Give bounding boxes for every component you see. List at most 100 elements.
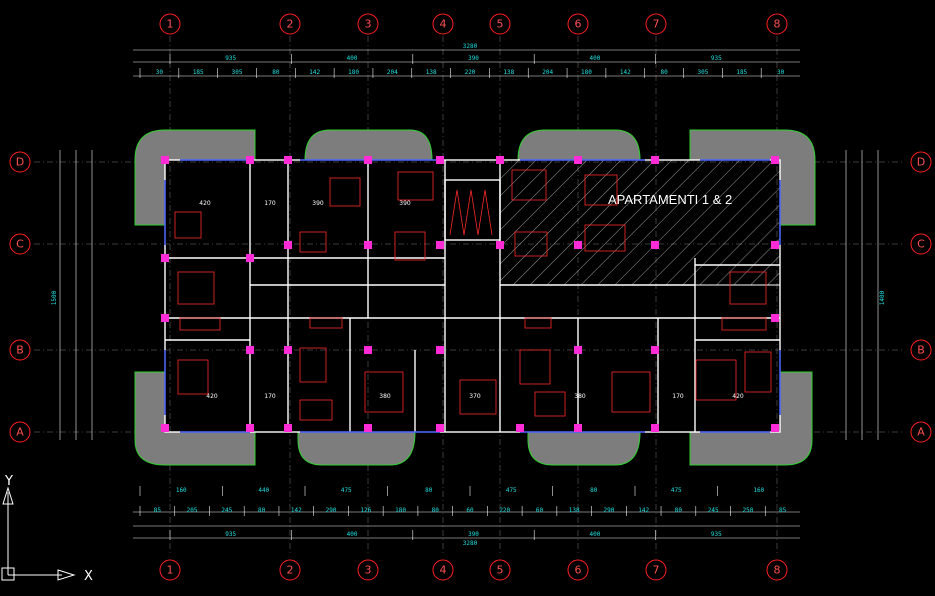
column-18: [161, 314, 169, 322]
room-label-4: 420: [206, 393, 218, 400]
dim-top-sub-4: 142: [309, 69, 320, 76]
column-11: [284, 241, 292, 249]
dim-top-sub-6: 204: [387, 69, 398, 76]
dim-top-bay-3: 400: [589, 55, 600, 62]
room-label-2: 390: [312, 200, 324, 207]
column-15: [574, 241, 582, 249]
axis-right-c: C: [910, 233, 932, 255]
column-3: [364, 156, 372, 164]
column-7: [651, 156, 659, 164]
svg-text:A: A: [16, 426, 24, 439]
svg-text:6: 6: [575, 564, 582, 577]
svg-text:4: 4: [440, 18, 447, 31]
column-10: [246, 254, 254, 262]
svg-text:7: 7: [653, 18, 660, 31]
column-8: [771, 156, 779, 164]
svg-text:D: D: [917, 156, 925, 169]
column-34: [771, 424, 779, 432]
axis-bottom-6: 6: [567, 559, 589, 581]
dim-top-sub-12: 142: [620, 69, 631, 76]
svg-text:D: D: [16, 156, 24, 169]
dim-top-sub-10: 204: [542, 69, 553, 76]
dim-bottom-extra-6: 475: [671, 487, 682, 494]
dim-overall-bottom: 3280: [463, 540, 478, 547]
dim-top-sub-14: 305: [698, 69, 709, 76]
column-0: [161, 156, 169, 164]
column-2: [284, 156, 292, 164]
axis-top-8: 8: [766, 13, 788, 35]
axis-top-5: 5: [489, 13, 511, 35]
dim-overall-right: 1400: [879, 290, 886, 305]
dim-top-bay-2: 390: [468, 55, 479, 62]
door-window-openings: [164, 159, 781, 433]
column-12: [364, 241, 372, 249]
svg-text:5: 5: [497, 564, 504, 577]
column-14: [496, 241, 504, 249]
dim-top-sub-9: 138: [503, 69, 514, 76]
axis-bubbles-right: D C B A: [910, 151, 932, 443]
svg-text:6: 6: [575, 18, 582, 31]
svg-text:C: C: [16, 238, 24, 251]
svg-text:B: B: [917, 344, 925, 357]
svg-text:3: 3: [365, 564, 372, 577]
column-32: [574, 424, 582, 432]
svg-text:8: 8: [774, 18, 781, 31]
svg-text:7: 7: [653, 564, 660, 577]
axis-bottom-4: 4: [432, 559, 454, 581]
axis-top-7: 7: [645, 13, 667, 35]
dim-bottom-extra-1: 440: [258, 487, 269, 494]
column-25: [771, 314, 779, 322]
axis-right-b: B: [910, 339, 932, 361]
dim-bottom-sub-12: 138: [569, 507, 580, 514]
column-26: [161, 424, 169, 432]
axis-left-d: D: [9, 151, 31, 173]
apartment-label: APARTAMENTI 1 & 2: [608, 192, 732, 207]
dim-bottom-sub-5: 290: [326, 507, 337, 514]
structural-columns: [161, 156, 779, 432]
room-label-0: 420: [199, 200, 211, 207]
ucs-icon: Y X: [1, 474, 93, 584]
dim-top-sub-7: 138: [426, 69, 437, 76]
svg-text:1: 1: [167, 564, 174, 577]
dim-bottom-extra-2: 475: [341, 487, 352, 494]
furniture-layout: [174, 169, 772, 421]
column-5: [496, 156, 504, 164]
svg-text:8: 8: [774, 564, 781, 577]
dim-bottom-sub-15: 80: [675, 507, 683, 514]
axis-right-a: A: [910, 421, 932, 443]
svg-text:2: 2: [287, 18, 294, 31]
dim-top-sub-2: 305: [232, 69, 243, 76]
dim-top-bay-4: 935: [711, 55, 722, 62]
svg-text:2: 2: [287, 564, 294, 577]
room-label-7: 370: [469, 393, 481, 400]
column-16: [651, 241, 659, 249]
dim-bottom-sub-0: 85: [154, 507, 162, 514]
dim-bottom-extra-0: 160: [176, 487, 187, 494]
column-23: [574, 346, 582, 354]
room-label-3: 390: [399, 200, 411, 207]
axis-bottom-7: 7: [645, 559, 667, 581]
svg-text:4: 4: [440, 564, 447, 577]
axis-top-1: 1: [159, 13, 181, 35]
dim-bottom-sub-11: 60: [536, 507, 544, 514]
dim-bottom-bay-3: 400: [589, 531, 600, 538]
axis-bottom-3: 3: [357, 559, 379, 581]
axis-bottom-8: 8: [766, 559, 788, 581]
column-28: [284, 424, 292, 432]
dim-top-bay-0: 935: [225, 55, 236, 62]
ucs-x-label: X: [84, 569, 93, 584]
axis-bottom-2: 2: [279, 559, 301, 581]
dim-bottom-sub-7: 180: [395, 507, 406, 514]
column-13: [436, 241, 444, 249]
dim-bottom-sub-3: 80: [258, 507, 266, 514]
svg-text:C: C: [917, 238, 925, 251]
dim-bottom-bay-2: 390: [468, 531, 479, 538]
room-label-9: 420: [732, 393, 744, 400]
room-label-5: 170: [264, 393, 276, 400]
dim-top-sub-16: 30: [777, 69, 785, 76]
dim-bottom-sub-8: 80: [432, 507, 440, 514]
